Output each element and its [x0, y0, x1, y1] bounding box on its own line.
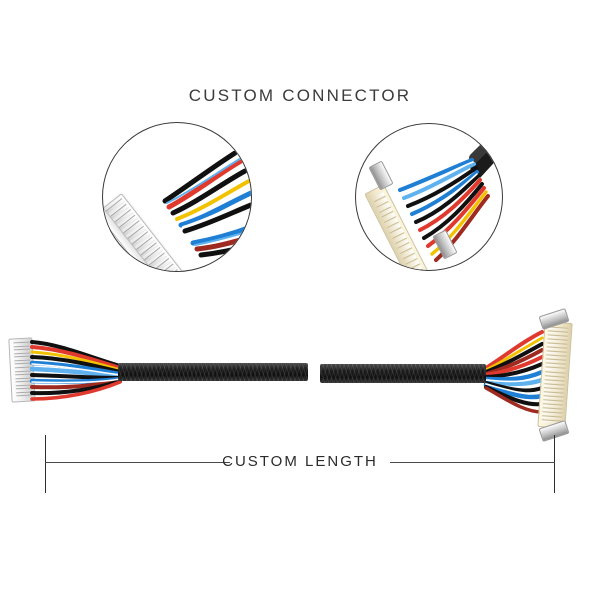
lvds-connector-closeup-illustration: [356, 124, 502, 270]
detail-circle-right: [355, 123, 503, 271]
white-connector-closeup-illustration: [103, 123, 251, 271]
cable-sleeve-left-segment: [118, 363, 308, 381]
detail-circle-left: [102, 122, 252, 272]
dimension-annotation: CUSTOM LENGTH: [0, 430, 600, 500]
dimension-label: CUSTOM LENGTH: [222, 453, 378, 470]
right-wire-bundle-svg: [398, 127, 502, 262]
dimension-line-left: [45, 462, 230, 464]
right-connector-contact-rows: [541, 326, 569, 424]
left-wire-bundle-svg: [162, 150, 251, 258]
cable-sleeve-right-segment: [320, 364, 486, 383]
dimension-tick-right: [554, 435, 556, 493]
page-title: CUSTOM CONNECTOR: [188, 86, 412, 105]
dimension-line-right: [390, 462, 555, 464]
main-cable-assembly: [0, 300, 600, 442]
cable-wire-fanout-svg: [29, 330, 545, 414]
dimension-tick-left: [45, 435, 47, 493]
